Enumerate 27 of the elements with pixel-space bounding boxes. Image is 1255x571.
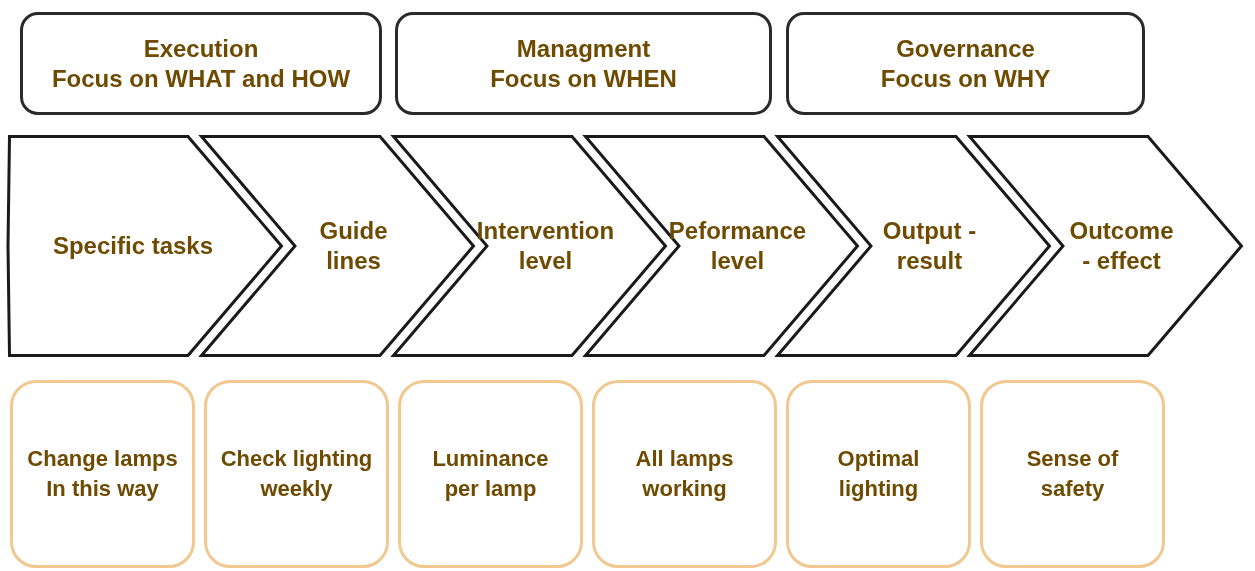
example-text: Change lamps In this way bbox=[26, 445, 179, 503]
example-box bbox=[204, 380, 389, 568]
example-box bbox=[786, 380, 971, 568]
example-box bbox=[592, 380, 777, 568]
example-box bbox=[980, 380, 1165, 568]
example-text: Optimal lighting bbox=[836, 445, 921, 503]
example-text: Sense of safety bbox=[1025, 445, 1120, 503]
step-label: Guide lines bbox=[318, 216, 389, 276]
header-box bbox=[20, 12, 382, 115]
step-label: Specific tasks bbox=[52, 231, 214, 261]
header-subtitle: Focus on WHAT and HOW bbox=[51, 63, 351, 94]
header-box bbox=[786, 12, 1145, 115]
header-subtitle: Focus on WHY bbox=[880, 63, 1051, 94]
example-text: Luminance per lamp bbox=[431, 445, 550, 503]
header-subtitle: Focus on WHEN bbox=[490, 63, 677, 94]
header-title: Managment bbox=[516, 33, 651, 64]
example-box bbox=[398, 380, 583, 568]
header-box bbox=[395, 12, 772, 115]
example-text: Check lighting weekly bbox=[219, 445, 374, 503]
step-label: Outcome - effect bbox=[1068, 216, 1175, 276]
step-label: Peformance level bbox=[668, 216, 807, 276]
step-label: Output - result bbox=[881, 216, 978, 276]
step-label: Intervention level bbox=[476, 216, 615, 276]
example-text: All lamps working bbox=[634, 445, 735, 503]
header-title: Execution bbox=[143, 33, 259, 64]
header-title: Governance bbox=[896, 33, 1035, 64]
example-box bbox=[10, 380, 195, 568]
